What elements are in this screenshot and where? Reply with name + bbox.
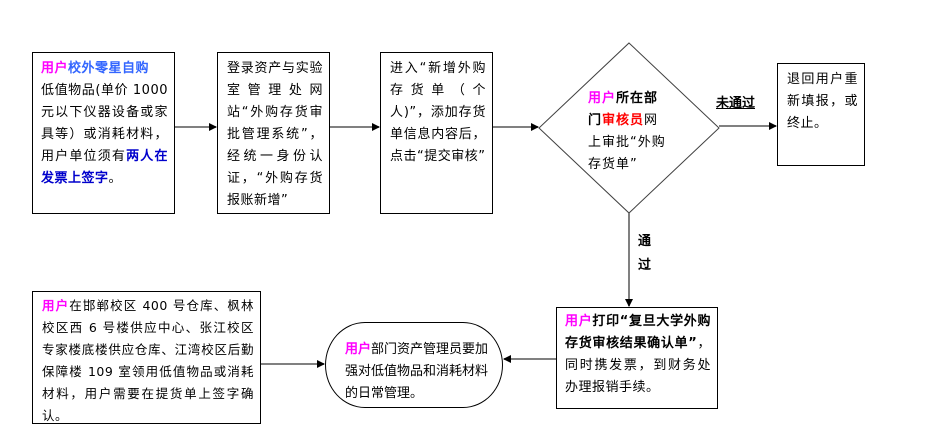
decision-text: 用户所在部门审核员网上审批“外购存货单” bbox=[588, 88, 672, 176]
decision-part2: 网上审批“外购存货单” bbox=[588, 113, 666, 172]
step-self-purchase: 用户校外零星自购 低值物品(单价 1000 元以下仪器设备或家具等）或消耗材料，… bbox=[32, 52, 175, 214]
decision-part1: 所在部门 bbox=[588, 91, 659, 128]
step-pickup-materials: 用户在邯郸校区 400 号仓库、枫林校区西 6 号楼供应中心、张江校区专家楼底楼… bbox=[32, 291, 261, 424]
step-add-inventory-form: 进入“新增外购存货单（个人)”，添加存货单信息内容后，点击“提交审核” bbox=[380, 52, 493, 214]
step-text: ，同时携发票，到财务处办理报销手续。 bbox=[565, 336, 711, 395]
step-login-system: 登录资产与实验室管理处网站“外购存货审批管理系统”，经统一身份认证，“外购存货报… bbox=[217, 52, 330, 214]
user-tag: 用户 bbox=[345, 342, 372, 357]
step-text: 登录资产与实验室管理处网站“外购存货审批管理系统”，经统一身份认证，“外购存货报… bbox=[227, 61, 323, 208]
step-body: 低值物品(单价 1000 元以下仪器设备或家具等）或消耗材料，用户单位须有 bbox=[41, 83, 168, 164]
step-end: 。 bbox=[108, 171, 123, 186]
step-text: 退回用户重新填报，或终止。 bbox=[787, 72, 858, 131]
label-not-passed: 未通过 bbox=[716, 96, 756, 111]
user-tag: 用户 bbox=[588, 91, 617, 106]
step-rejected: 退回用户重新填报，或终止。 bbox=[777, 63, 865, 166]
step-text: 进入“新增外购存货单（个人)”，添加存货单信息内容后，点击“提交审核” bbox=[390, 61, 486, 164]
step-emphasis: 两人在发票上签字 bbox=[41, 149, 168, 186]
step-title: 校外零星自购 bbox=[68, 61, 150, 76]
step-text: 在邯郸校区 400 号仓库、枫林校区西 6 号楼供应中心、张江校区专家楼底楼供应… bbox=[42, 298, 254, 423]
label-passed: 通过 bbox=[638, 234, 652, 273]
step-daily-management: 用户部门资产管理员要加强对低值物品和消耗材料的日常管理。 bbox=[325, 322, 503, 408]
reviewer-tag: 审核员 bbox=[602, 113, 645, 128]
user-tag: 用户 bbox=[42, 298, 70, 313]
step-text: 部门资产管理员要加强对低值物品和消耗材料的日常管理。 bbox=[345, 342, 489, 401]
step-print-confirmation: 用户打印“复旦大学外购存货审核结果确认单”，同时携发票，到财务处办理报销手续。 bbox=[556, 307, 718, 409]
user-tag: 用户 bbox=[41, 61, 69, 76]
user-tag: 用户 bbox=[565, 314, 593, 329]
step-bold-text: 打印“复旦大学外购存货审核结果确认单” bbox=[565, 314, 711, 351]
